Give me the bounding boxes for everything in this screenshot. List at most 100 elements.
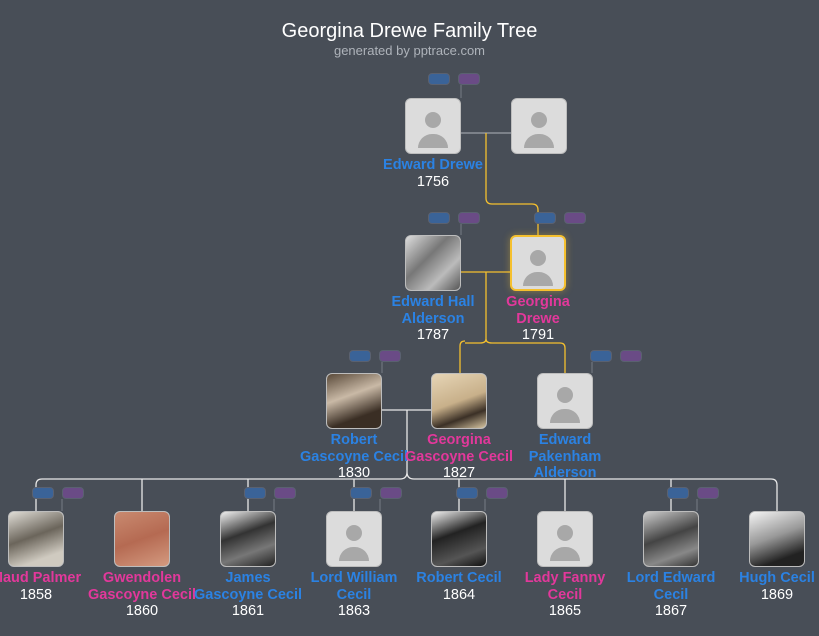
avatar-placeholder-icon[interactable]	[537, 373, 593, 429]
person-birth-year: 1830	[337, 465, 371, 481]
expand-father-button[interactable]	[534, 212, 556, 224]
expand-father-button[interactable]	[428, 212, 450, 224]
expand-mother-button[interactable]	[380, 487, 402, 499]
expand-mother-button[interactable]	[379, 350, 401, 362]
portrait-image	[644, 512, 698, 566]
descent-line	[459, 272, 566, 373]
avatar-placeholder-icon[interactable]	[510, 235, 566, 291]
avatar-placeholder-icon[interactable]	[326, 511, 382, 567]
person-photo[interactable]	[405, 235, 461, 291]
person-name[interactable]: Gwendolen Gascoyne Cecil	[88, 570, 196, 603]
avatar-placeholder-icon[interactable]	[405, 98, 461, 154]
person-node-unknown-spouse[interactable]	[484, 98, 594, 154]
person-photo[interactable]	[643, 511, 699, 567]
person-node-edward-pakenham-alderson[interactable]: Edward Pakenham Alderson	[510, 373, 620, 482]
expand-mother-button[interactable]	[458, 73, 480, 85]
portrait-image	[221, 512, 275, 566]
person-photo[interactable]	[220, 511, 276, 567]
avatar-body-icon	[524, 134, 554, 148]
portrait-image	[750, 512, 804, 566]
person-birth-year: 1787	[416, 327, 450, 343]
expand-mother-button[interactable]	[274, 487, 296, 499]
person-photo[interactable]	[431, 511, 487, 567]
expand-mother-button[interactable]	[620, 350, 642, 362]
expand-father-button[interactable]	[349, 350, 371, 362]
expand-mother-button[interactable]	[62, 487, 84, 499]
avatar-body-icon	[550, 409, 580, 423]
expand-mother-button[interactable]	[697, 487, 719, 499]
person-birth-year: 1864	[442, 586, 476, 603]
expand-father-button[interactable]	[456, 487, 478, 499]
person-name[interactable]: Lord Edward Cecil	[626, 570, 716, 603]
person-birth-year: 1858	[19, 586, 53, 603]
page-subtitle: generated by pptrace.com	[333, 43, 486, 58]
avatar-head-icon	[425, 112, 441, 128]
person-name[interactable]: Georgina Gascoyne Cecil	[405, 432, 513, 465]
avatar-head-icon	[531, 112, 547, 128]
portrait-image	[327, 374, 381, 428]
person-birth-year: 1865	[548, 603, 582, 619]
person-photo[interactable]	[8, 511, 64, 567]
expand-father-button[interactable]	[590, 350, 612, 362]
person-birth-year: 1867	[654, 603, 688, 619]
person-name[interactable]: Georgina Drewe	[506, 294, 570, 327]
expand-father-button[interactable]	[32, 487, 54, 499]
person-birth-year: 1860	[125, 603, 159, 619]
avatar-body-icon	[523, 272, 553, 286]
expand-mother-button[interactable]	[564, 212, 586, 224]
person-name[interactable]: Edward Pakenham Alderson	[528, 432, 602, 481]
avatar-head-icon	[557, 387, 573, 403]
person-name[interactable]: Robert Gascoyne Cecil	[300, 432, 408, 465]
person-birth-year: 1869	[760, 586, 794, 603]
expand-father-button[interactable]	[428, 73, 450, 85]
expand-mother-button[interactable]	[486, 487, 508, 499]
portrait-image	[432, 512, 486, 566]
portrait-image	[115, 512, 169, 566]
avatar-placeholder-icon[interactable]	[511, 98, 567, 154]
expand-father-button[interactable]	[244, 487, 266, 499]
expand-father-button[interactable]	[667, 487, 689, 499]
person-birth-year: 1791	[521, 327, 555, 343]
person-name[interactable]: Edward Drewe	[383, 157, 483, 173]
person-name[interactable]: Robert Cecil	[416, 570, 502, 586]
person-birth-year: 1863	[337, 603, 371, 619]
expand-father-button[interactable]	[350, 487, 372, 499]
person-name[interactable]: Edward Hall Alderson	[391, 294, 475, 327]
descent-line	[485, 133, 539, 235]
person-name[interactable]: Hugh Cecil	[739, 570, 815, 586]
avatar-head-icon	[346, 525, 362, 541]
person-photo[interactable]	[749, 511, 805, 567]
avatar-head-icon	[530, 250, 546, 266]
avatar-head-icon	[557, 525, 573, 541]
person-photo[interactable]	[114, 511, 170, 567]
portrait-image	[406, 236, 460, 290]
person-birth-year: 1827	[442, 465, 476, 481]
person-birth-year: 1756	[416, 173, 450, 190]
person-photo[interactable]	[326, 373, 382, 429]
person-photo[interactable]	[431, 373, 487, 429]
person-name[interactable]: Maud Palmer	[0, 570, 82, 586]
portrait-image	[432, 374, 486, 428]
avatar-body-icon	[418, 134, 448, 148]
page-title: Georgina Drewe Family Tree	[281, 20, 538, 42]
portrait-image	[9, 512, 63, 566]
avatar-placeholder-icon[interactable]	[537, 511, 593, 567]
person-name[interactable]: James Gascoyne Cecil	[194, 570, 302, 603]
expand-mother-button[interactable]	[458, 212, 480, 224]
person-name[interactable]: Lord William Cecil	[310, 570, 398, 603]
person-name[interactable]: Lady Fanny Cecil	[524, 570, 606, 603]
avatar-body-icon	[339, 547, 369, 561]
